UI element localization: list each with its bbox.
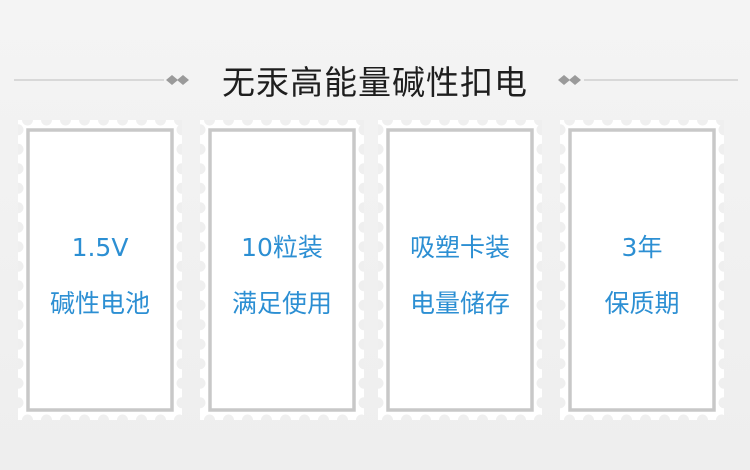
- feature-card: 10粒装 满足使用: [200, 120, 364, 420]
- feature-line-2: 满足使用: [231, 289, 332, 318]
- feature-text: 1.5V 碱性电池: [18, 220, 182, 332]
- stamp-frame-icon: [378, 120, 542, 420]
- feature-line-1: 10粒装: [241, 233, 323, 262]
- feature-card: 1.5V 碱性电池: [18, 120, 182, 420]
- stamp-frame-icon: [560, 120, 724, 420]
- feature-line-1: 3年: [621, 233, 663, 262]
- page-title: 无汞高能量碱性扣电: [222, 63, 528, 102]
- right-divider-ornament: [558, 75, 738, 85]
- feature-text: 10粒装 满足使用: [200, 220, 364, 332]
- feature-card: 3年 保质期: [560, 120, 724, 420]
- feature-line-2: 保质期: [604, 289, 680, 318]
- left-divider-ornament: [14, 75, 189, 85]
- stamp-frame-icon: [200, 120, 364, 420]
- feature-line-1: 吸塑卡装: [409, 233, 510, 262]
- feature-line-2: 碱性电池: [49, 289, 150, 318]
- stamp-frame-icon: [18, 120, 182, 420]
- feature-line-1: 1.5V: [71, 233, 129, 262]
- title-row: 无汞高能量碱性扣电: [0, 48, 750, 108]
- feature-text: 3年 保质期: [560, 220, 724, 332]
- feature-line-2: 电量储存: [409, 289, 510, 318]
- feature-text: 吸塑卡装 电量储存: [378, 220, 542, 332]
- feature-card: 吸塑卡装 电量储存: [378, 120, 542, 420]
